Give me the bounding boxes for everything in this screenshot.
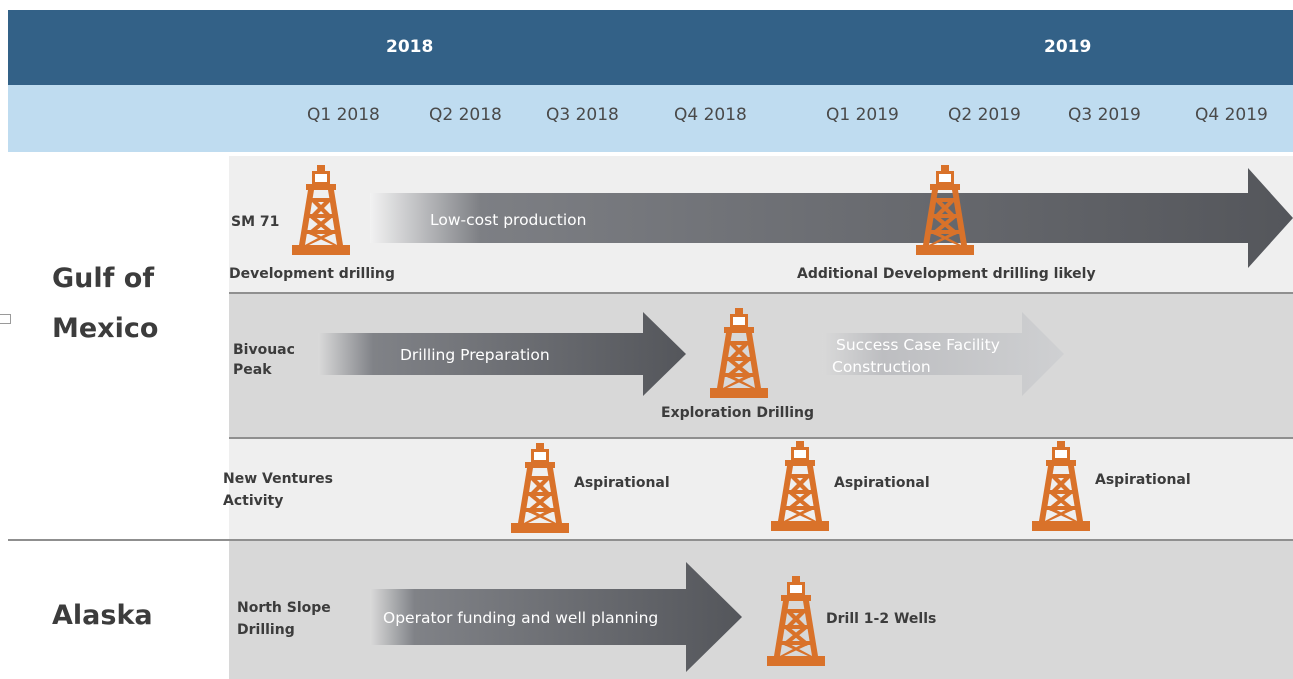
drilling-preparation-text: Drilling Preparation (400, 346, 550, 364)
quarter-label: Q3 2019 (1068, 105, 1141, 125)
row-label-bivouac-line1: Bivouac (233, 342, 295, 358)
oil-rig-icon (767, 576, 825, 666)
quarter-label: Q3 2018 (546, 105, 619, 125)
collapse-marker-icon (0, 314, 11, 324)
row-divider (229, 437, 1293, 439)
success-case-text-line1: Success Case Facility (836, 336, 1000, 354)
region-label-gulf-line2: Mexico (52, 313, 159, 344)
year-label-2018: 2018 (386, 37, 434, 57)
aspirational-caption: Aspirational (1095, 472, 1191, 488)
development-drilling-caption: Development drilling (229, 266, 395, 282)
row-label-north-slope-line2: Drilling (237, 622, 295, 638)
region-label-alaska: Alaska (52, 600, 153, 631)
quarter-label: Q2 2018 (429, 105, 502, 125)
row-label-bivouac-line2: Peak (233, 362, 272, 378)
oil-rig-icon (771, 441, 829, 531)
aspirational-caption: Aspirational (574, 475, 670, 491)
aspirational-caption: Aspirational (834, 475, 930, 491)
region-divider (8, 539, 1293, 541)
row-label-ventures-line2: Activity (223, 493, 284, 509)
row-divider (229, 292, 1293, 294)
row-label-ventures-line1: New Ventures (223, 471, 333, 487)
drill-wells-caption: Drill 1-2 Wells (826, 611, 937, 627)
quarter-label: Q4 2019 (1195, 105, 1268, 125)
additional-development-caption: Additional Development drilling likely (797, 266, 1096, 282)
quarter-label: Q2 2019 (948, 105, 1021, 125)
row-label-north-slope-line1: North Slope (237, 600, 331, 616)
operator-funding-arrow (370, 562, 742, 672)
success-case-arrow (822, 312, 1064, 396)
operator-funding-text: Operator funding and well planning (383, 609, 659, 627)
exploration-drilling-caption: Exploration Drilling (661, 405, 815, 421)
drilling-preparation-arrow (318, 312, 686, 396)
oil-rig-icon (511, 443, 569, 533)
quarter-label: Q4 2018 (674, 105, 747, 125)
quarter-label: Q1 2018 (307, 105, 380, 125)
success-case-text-line2: Construction (832, 358, 931, 376)
low-cost-production-arrow (370, 168, 1293, 268)
oil-rig-icon (710, 308, 768, 398)
oil-rig-icon (292, 165, 350, 255)
year-label-2019: 2019 (1044, 37, 1092, 57)
quarter-header-band (8, 85, 1293, 152)
year-header-band (8, 10, 1293, 85)
oil-rig-icon (916, 165, 974, 255)
row-ventures-background (229, 439, 1293, 539)
low-cost-production-text: Low-cost production (430, 211, 587, 229)
row-label-sm71: SM 71 (231, 214, 280, 230)
quarter-label: Q1 2019 (826, 105, 899, 125)
region-label-gulf-line1: Gulf of (52, 263, 155, 294)
oil-rig-icon (1032, 441, 1090, 531)
